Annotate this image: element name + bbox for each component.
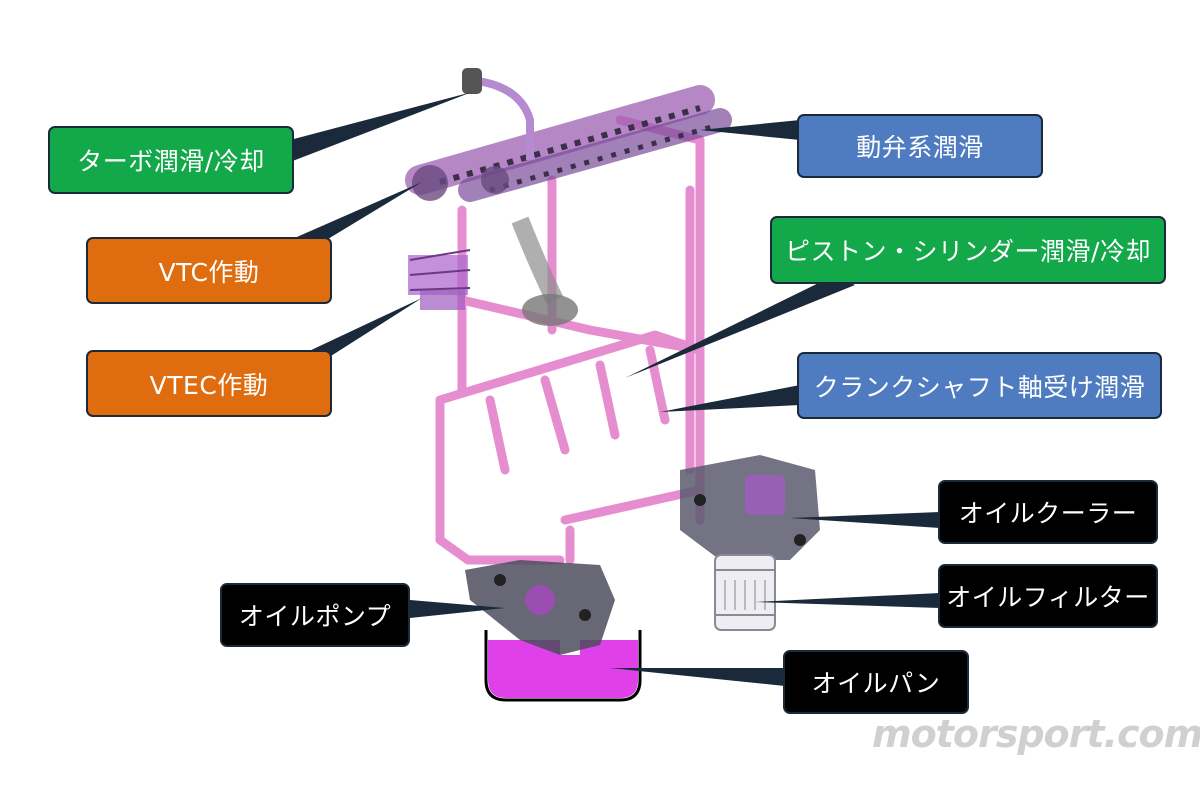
leader-oil-pan [610,668,785,686]
oil-cooler [680,455,820,560]
label-oil-pump: オイルポンプ [220,583,410,647]
label-piston-cylinder: ピストン・シリンダー潤滑/冷却 [770,216,1166,284]
camshafts [405,85,732,202]
label-oil-pan: オイルパン [783,650,969,714]
leader-piston [625,275,855,378]
label-vtec-actuation: VTEC作動 [86,350,332,417]
oil-pan [484,630,642,702]
leader-valvetrain [700,120,800,140]
vtc-vtec-solenoids [408,249,471,310]
label-crankshaft-bearing: クランクシャフト軸受け潤滑 [797,352,1162,419]
leader-oil-filter [755,593,940,608]
oil-control-junction [522,294,578,326]
oil-filter [714,554,776,631]
label-oil-filter: オイルフィルター [938,564,1158,628]
turbo-oil-line [462,68,564,305]
label-valvetrain-lubrication: 動弁系潤滑 [797,114,1043,178]
label-vtc-actuation: VTC作動 [86,237,332,304]
leader-crankshaft [660,385,800,412]
leader-turbo [290,92,472,162]
watermark: motorsport.com [872,712,1200,756]
leader-oil-cooler [790,512,940,528]
label-oil-cooler: オイルクーラー [938,480,1158,544]
label-turbo-lubrication: ターボ潤滑/冷却 [48,126,294,194]
leader-oil-pump [410,600,505,618]
oil-pump [465,560,615,655]
